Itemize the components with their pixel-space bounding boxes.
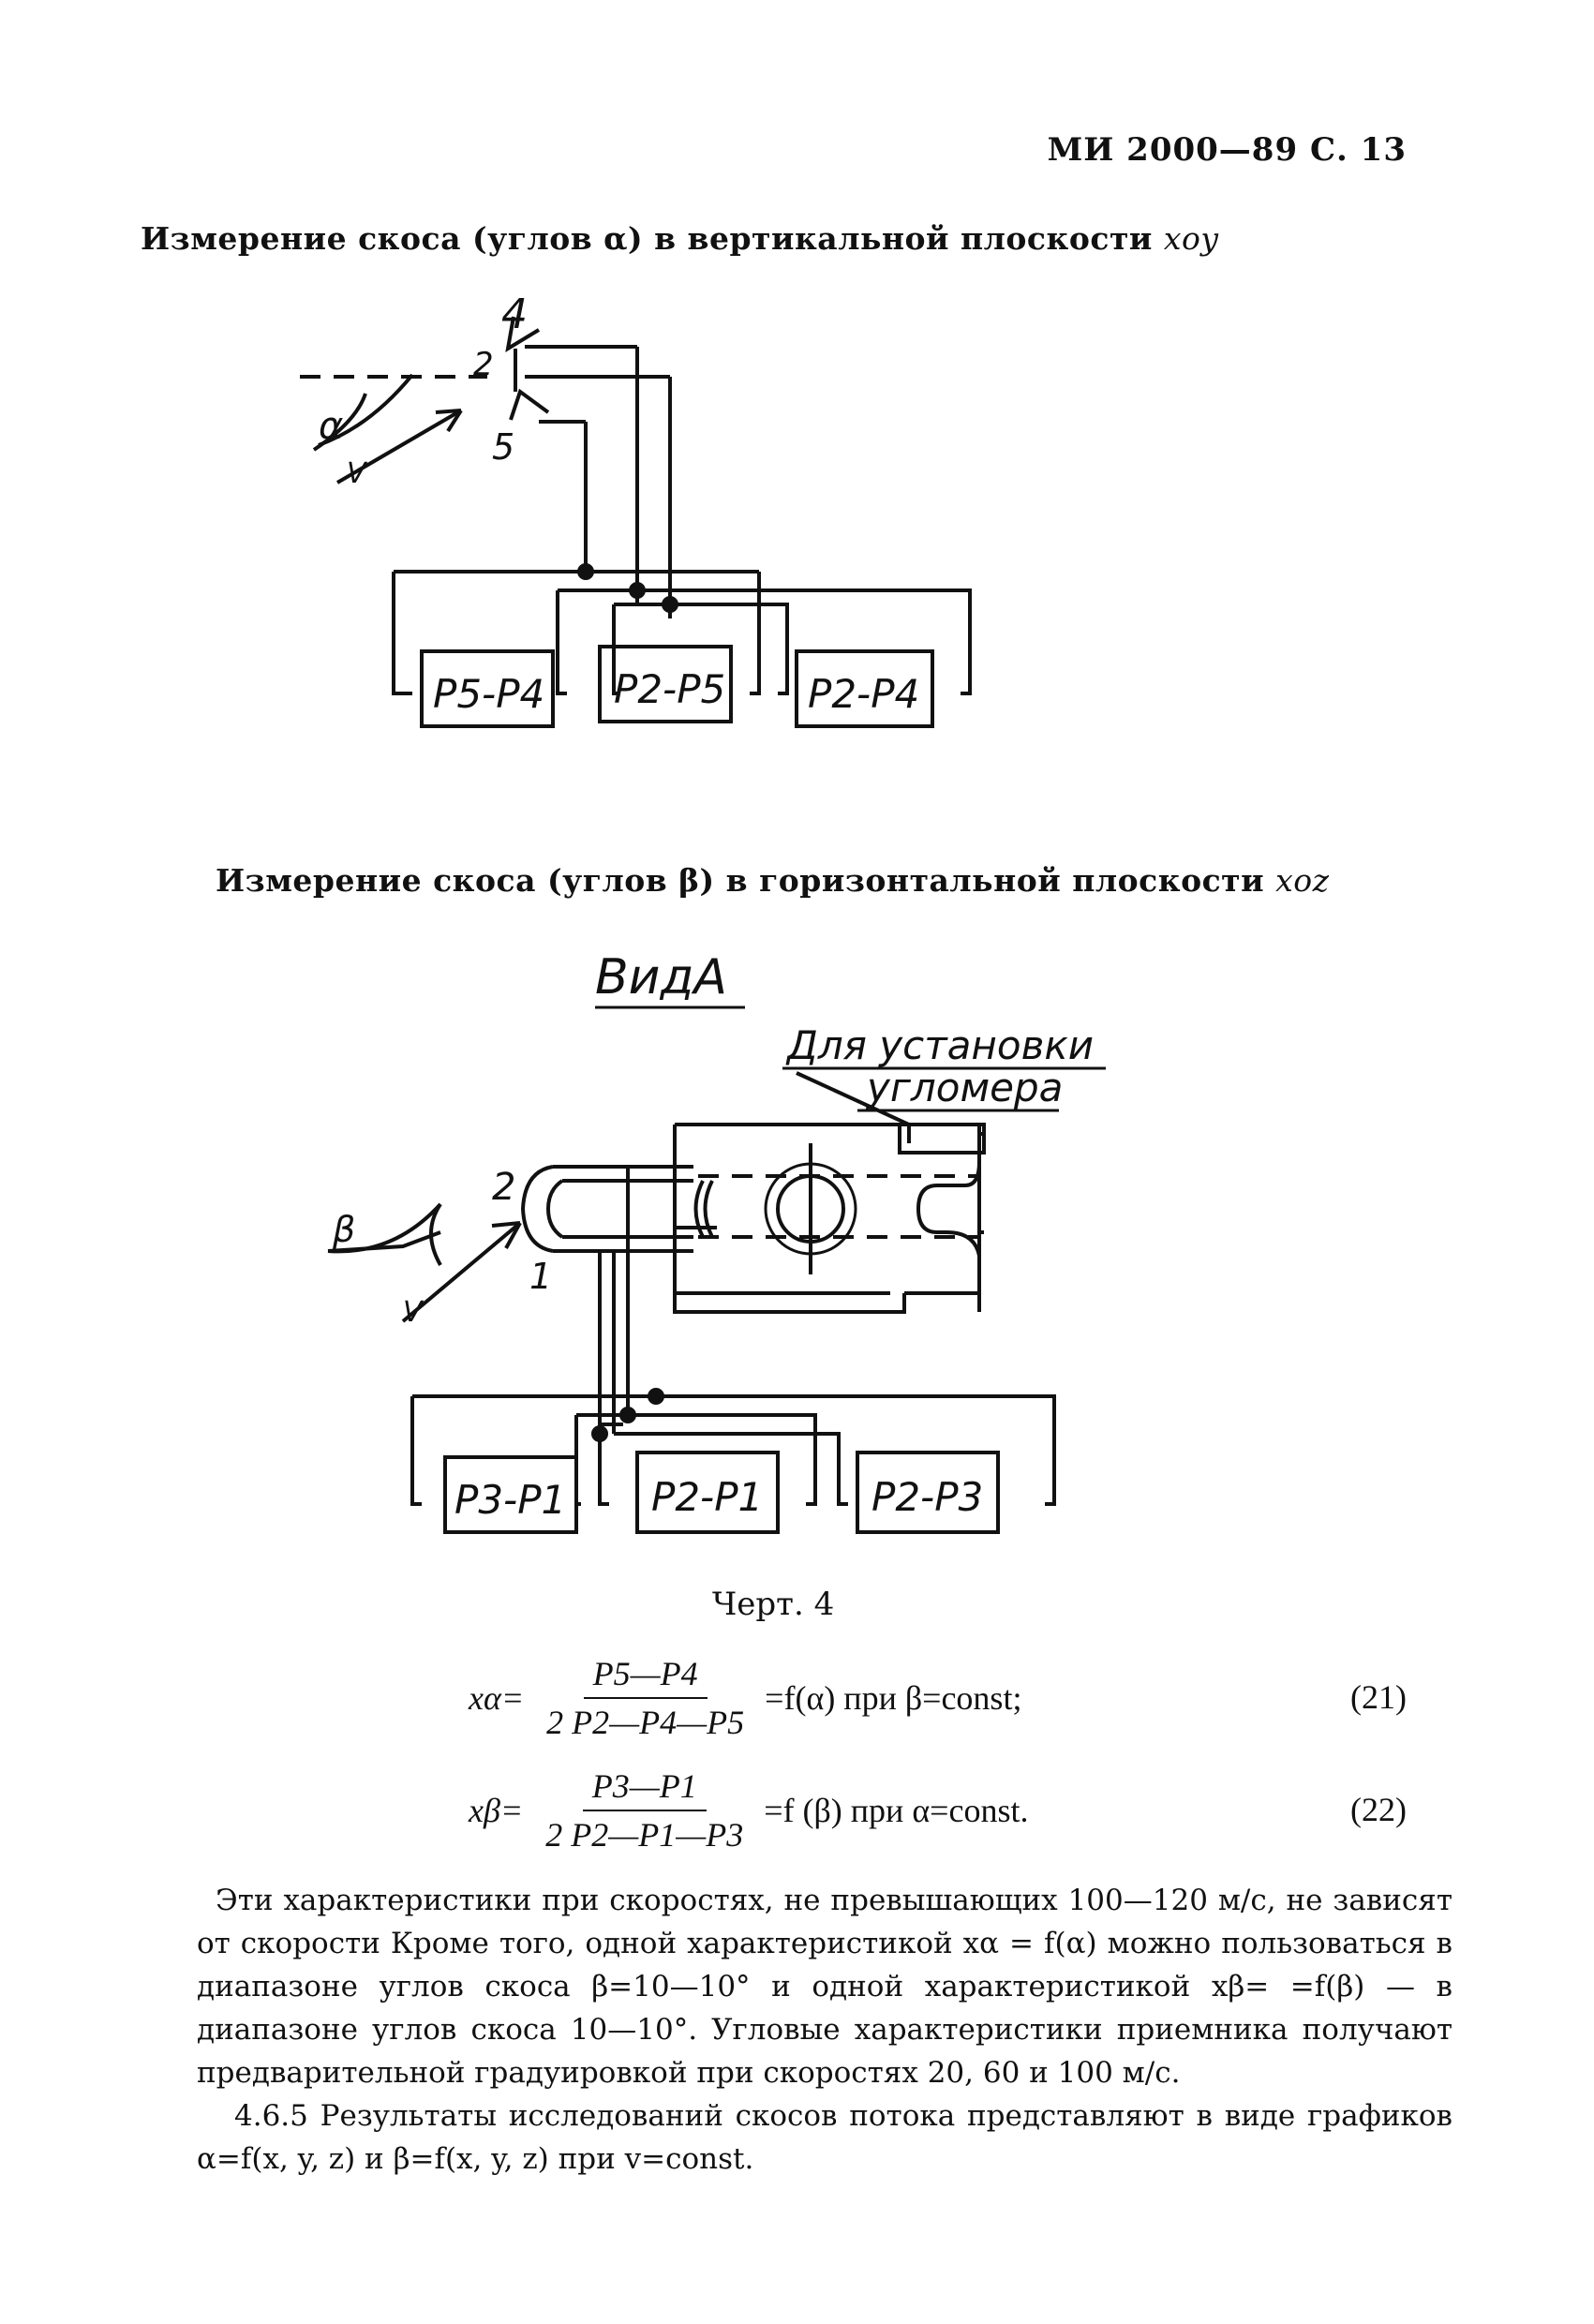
angle-beta-label: β xyxy=(332,1209,355,1250)
probe-label-2: 2 xyxy=(473,346,494,383)
formula-rhs: =f(α) при β=const; xyxy=(765,1679,1022,1717)
probe-label-5: 5 xyxy=(492,426,514,468)
plane-name: xoy xyxy=(1163,220,1219,257)
formula-lhs: xβ= xyxy=(469,1792,524,1829)
formula-denominator: 2 P2—P1—P3 xyxy=(545,1816,744,1854)
plane-name: xoz xyxy=(1275,862,1330,899)
diagram1-box-1 xyxy=(420,649,555,728)
formula-fraction: P5—P4 2 P2—P4—P5 xyxy=(537,1654,753,1742)
heading-text: Измерение скоса (углов β) в горизонтальн… xyxy=(216,862,1276,899)
paragraph: 4.6.5 Результаты исследований скосов пот… xyxy=(197,2099,1452,2176)
diagram2-box-1 xyxy=(443,1455,578,1534)
section-heading-horizontal: Измерение скоса (углов β) в горизонтальн… xyxy=(216,862,1329,899)
diagram2-box-2 xyxy=(635,1451,780,1534)
section-heading-vertical: Измерение скоса (углов α) в вертикальной… xyxy=(141,220,1219,257)
diagram-horizontal-plane: ВидА Для установки угломера 2 1 β V P3-P… xyxy=(327,949,1106,1534)
heading-text: Измерение скоса (углов α) в вертикальной… xyxy=(141,220,1164,257)
formula-rhs: =f (β) при α=const. xyxy=(764,1792,1029,1829)
velocity-label: V xyxy=(403,1296,425,1329)
page-header: МИ 2000—89 С. 13 xyxy=(1047,131,1407,169)
probe-label-4: 4 xyxy=(501,290,528,338)
figure-caption: Черт. 4 xyxy=(712,1586,835,1623)
formula-22: xβ= P3—P1 2 P2—P1—P3 =f (β) при α=const. xyxy=(469,1766,1028,1855)
probe-label-1: 1 xyxy=(529,1256,552,1297)
mounting-note-line2: угломера xyxy=(865,1065,1063,1110)
angle-alpha-label: α xyxy=(319,405,343,448)
probe-label-2: 2 xyxy=(492,1166,515,1209)
diagram1-box-2 xyxy=(598,645,733,723)
formula-numerator: P3—P1 xyxy=(582,1766,707,1811)
paragraph: Эти характеристики при скоростях, не пре… xyxy=(197,1884,1452,2090)
equation-number: (22) xyxy=(1350,1791,1407,1828)
mounting-note-line1: Для установки xyxy=(785,1022,1094,1068)
box-label: P2-P3 xyxy=(871,1474,983,1520)
formula-fraction: P3—P1 2 P2—P1—P3 xyxy=(536,1766,752,1855)
formula-denominator: 2 P2—P4—P5 xyxy=(546,1704,745,1741)
view-label: ВидА xyxy=(595,949,727,1006)
body-text: Эти характеристики при скоростях, не пре… xyxy=(197,1879,1452,2181)
velocity-label: V xyxy=(347,457,368,490)
diagram-vertical-plane: 4 2 5 α V P5-P4 P2-P5 P2-P4 xyxy=(300,290,972,728)
diagram2-box-3 xyxy=(856,1451,1000,1534)
formula-numerator: P5—P4 xyxy=(583,1654,708,1699)
equation-number: (21) xyxy=(1350,1678,1407,1716)
box-label: P2-P4 xyxy=(808,671,919,717)
diagram1-box-3 xyxy=(795,649,934,728)
box-label: P2-P5 xyxy=(614,666,725,712)
box-label: P5-P4 xyxy=(433,671,544,717)
formula-lhs: xα= xyxy=(469,1679,525,1717)
box-label: P3-P1 xyxy=(454,1477,566,1523)
formula-21: xα= P5—P4 2 P2—P4—P5 =f(α) при β=const; xyxy=(469,1654,1021,1742)
box-label: P2-P1 xyxy=(651,1474,763,1520)
